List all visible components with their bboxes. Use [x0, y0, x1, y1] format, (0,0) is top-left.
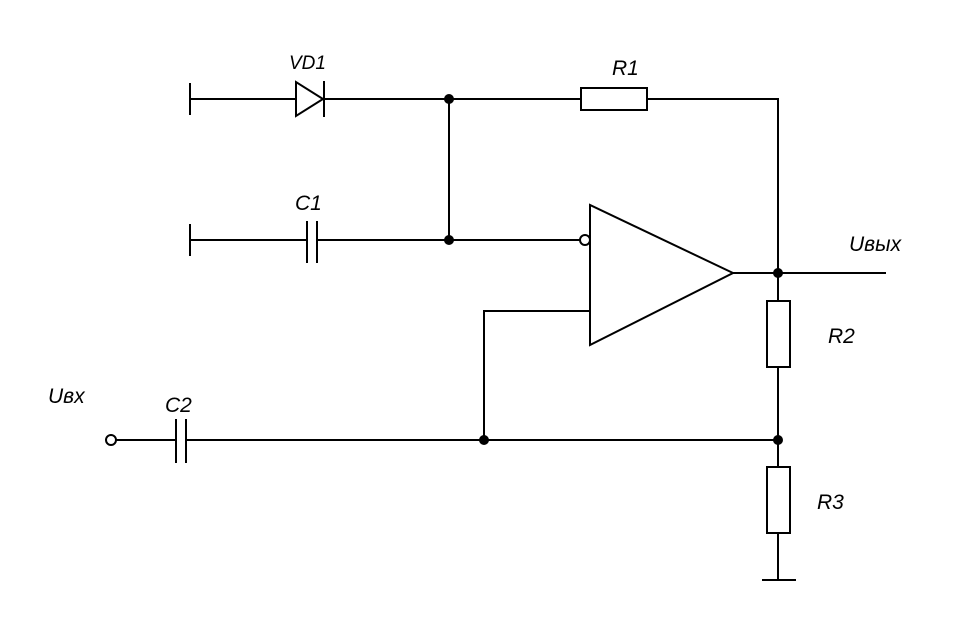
label-u-out: Uвых: [849, 233, 903, 256]
label-r1: R1: [612, 57, 639, 80]
input-terminal: [105, 434, 117, 446]
junction-c1: [444, 235, 454, 245]
label-c2: C2: [165, 394, 192, 417]
junction-output: [773, 268, 783, 278]
label-vd1: VD1: [289, 53, 326, 74]
inverting-input-bubble: [579, 234, 591, 246]
capacitor-c1: [306, 221, 318, 263]
diode-triangle: [295, 80, 325, 118]
resistor-r1: [580, 87, 648, 111]
junctions: [444, 94, 783, 445]
diode-vd1: [295, 80, 325, 118]
label-r3: R3: [817, 491, 844, 514]
op-amp: [579, 203, 886, 347]
input-branch: [105, 419, 779, 463]
divider: [762, 272, 796, 581]
resistor-r2: [766, 300, 791, 368]
label-u-in: Uвх: [48, 385, 86, 408]
junction-top: [444, 94, 454, 104]
label-r2: R2: [828, 325, 855, 348]
noninverting-branch: [483, 310, 591, 441]
op-amp-body: [589, 203, 736, 347]
resistor-r3: [766, 466, 791, 534]
junction-noninv: [479, 435, 489, 445]
c1-branch: [189, 98, 581, 263]
label-c1: C1: [295, 192, 322, 215]
capacitor-c2: [175, 419, 187, 463]
labels: VD1 R1 C1 Uвых R2 Uвх C2 R3: [48, 53, 903, 514]
top-branch: [189, 80, 779, 274]
junction-divider: [773, 435, 783, 445]
